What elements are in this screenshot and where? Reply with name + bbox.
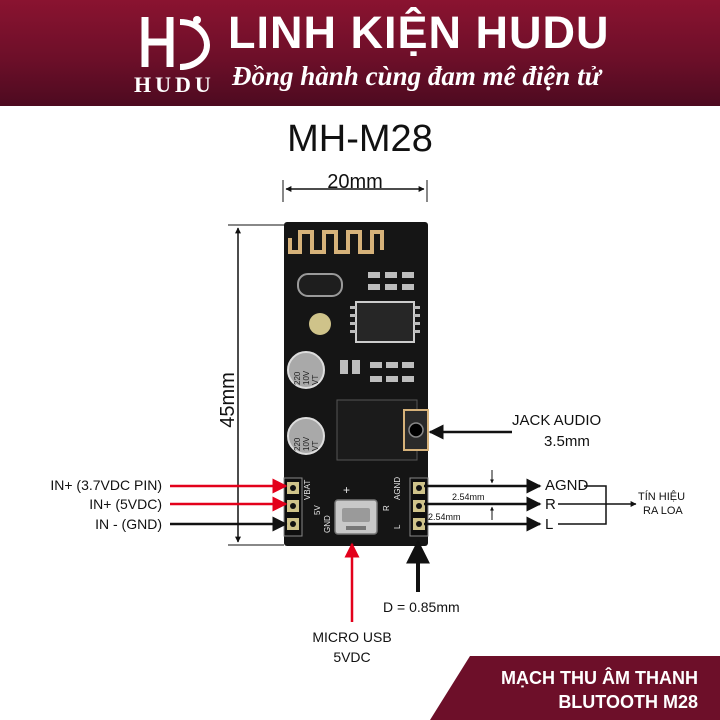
cap1-text-3: VT — [311, 375, 320, 385]
footer-title-1: MẠCH THU ÂM THANH — [501, 668, 698, 688]
logo-text: HUDU — [134, 72, 215, 97]
pcb-board: 220 10V VT 220 10V VT VBAT 5V GND — [283, 222, 429, 546]
jack-label-1: JACK AUDIO — [512, 412, 601, 429]
silk-r: R — [382, 505, 391, 511]
width-dimension: 20mm — [282, 171, 428, 202]
brand-name: LINH KIỆN HUDU — [228, 7, 610, 58]
height-label: 45mm — [217, 372, 239, 428]
jack-callout: JACK AUDIO 3.5mm — [428, 412, 601, 450]
silk-5v: 5V — [313, 505, 322, 515]
usb-label-1: MICRO USB — [312, 629, 391, 645]
footer-band — [430, 656, 720, 720]
pitch-label-1: 2.54mm — [452, 492, 485, 502]
signal-label-2: RA LOA — [643, 505, 683, 517]
antenna-trace — [288, 230, 384, 254]
usb-callout: MICRO USB 5VDC — [312, 542, 392, 665]
crystal-oscillator — [297, 273, 343, 297]
label-r: R — [545, 496, 556, 513]
brand-header — [0, 0, 720, 106]
jack-label-2: 3.5mm — [544, 433, 590, 450]
capacitor-1 — [287, 351, 325, 389]
smd-pads-top — [368, 272, 414, 290]
micro-usb-port — [334, 499, 378, 535]
right-pin-header — [409, 477, 429, 537]
label-l: L — [545, 516, 553, 533]
silk-gnd: GND — [323, 515, 332, 533]
main-ic — [355, 301, 415, 343]
label-gnd: IN - (GND) — [95, 516, 162, 532]
pin-diameter-callout: D = 0.85mm — [383, 539, 460, 615]
silk-l: L — [393, 524, 402, 529]
usb-label-2: 5VDC — [333, 649, 370, 665]
right-output-arrows: AGND R L 2.54mm 2.54mm TÍN HIỆU RA LOA — [424, 470, 685, 533]
label-agnd: AGND — [545, 477, 589, 494]
cap1-text-2: 10V — [302, 370, 311, 385]
left-input-arrows: IN+ (3.7VDC PIN) IN+ (5VDC) IN - (GND) — [50, 477, 288, 532]
silk-agnd: AGND — [393, 477, 402, 500]
left-pin-header — [283, 477, 303, 537]
pin-diameter-label: D = 0.85mm — [383, 599, 460, 615]
width-label: 20mm — [327, 171, 383, 193]
mounting-hole — [309, 313, 331, 335]
label-5v: IN+ (5VDC) — [89, 496, 162, 512]
hudu-logo-icon — [141, 16, 211, 70]
label-vbat: IN+ (3.7VDC PIN) — [50, 477, 162, 493]
silk-vbat: VBAT — [303, 480, 312, 500]
pitch-label-2: 2.54mm — [428, 512, 461, 522]
cap2-text-1: 220 — [293, 437, 302, 451]
board-title: MH-M28 — [287, 118, 433, 160]
signal-label-1: TÍN HIỆU — [638, 490, 685, 503]
plus-mark: + — [343, 483, 350, 497]
capacitor-2 — [287, 417, 325, 455]
brand-slogan: Đồng hành cùng đam mê điện tử — [232, 61, 601, 91]
cap1-text-1: 220 — [293, 371, 302, 385]
cap2-text-2: 10V — [302, 436, 311, 451]
height-dimension: 45mm — [217, 224, 284, 546]
footer-title-2: BLUTOOTH M28 — [558, 692, 698, 712]
cap2-text-3: VT — [311, 441, 320, 451]
